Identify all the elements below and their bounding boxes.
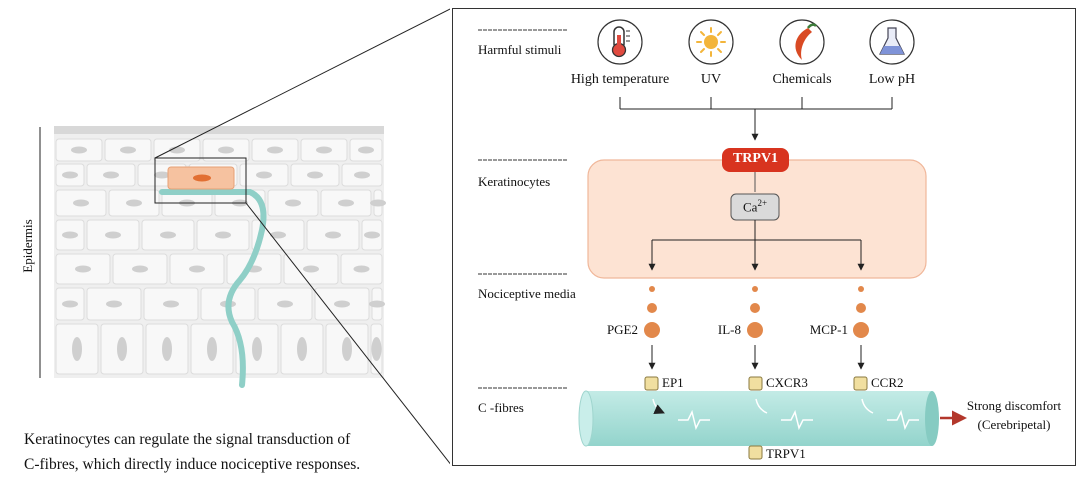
epidermis-label: Epidermis <box>20 219 35 273</box>
skin-cell-nucleus <box>358 146 374 154</box>
skin-cell-nucleus <box>105 231 121 239</box>
skin-cell-nucleus <box>163 300 179 308</box>
skin-cell-nucleus <box>303 265 319 273</box>
skin-cell-nucleus <box>370 199 386 207</box>
trpv1-label: TRPV1 <box>732 151 779 166</box>
row-label-keratinocytes: Keratinocytes <box>478 174 551 189</box>
stimulus-label-low-ph: Low pH <box>868 72 916 87</box>
skin-cell-nucleus <box>62 231 78 239</box>
skin-cell-nucleus <box>73 199 89 207</box>
zoom-line-top <box>154 7 453 159</box>
skin-cell-nucleus <box>369 300 385 308</box>
skin-cell-nucleus <box>162 337 172 361</box>
skin-cell-nucleus <box>285 199 301 207</box>
skin-cell-nucleus <box>169 146 185 154</box>
row-label-c-fibres: C -fibres <box>478 400 524 415</box>
highlighted-nucleus <box>193 174 211 182</box>
skin-cell-nucleus <box>364 231 380 239</box>
skin-cell-nucleus <box>325 231 341 239</box>
skin-cell-nucleus <box>117 337 127 361</box>
mechanism-panel: Harmful stimuli Keratinocytes Nociceptiv… <box>452 8 1076 466</box>
calcium-charge: 2+ <box>757 198 768 208</box>
skin-cell-nucleus <box>120 146 136 154</box>
row-label-nociceptive-media: Nociceptive media <box>478 286 576 301</box>
skin-cell-nucleus <box>277 300 293 308</box>
epidermis-drawing <box>39 7 453 467</box>
zoom-box <box>154 157 247 204</box>
stratum-corneum <box>54 126 384 134</box>
skin-cell-nucleus <box>72 337 82 361</box>
skin-cell-nucleus <box>62 300 78 308</box>
skin-cell-nucleus <box>256 171 272 179</box>
mediator-label-mcp1: MCP-1 <box>809 322 848 337</box>
skin-cell-nucleus <box>267 146 283 154</box>
skin-cell-nucleus <box>132 265 148 273</box>
skin-cell-nucleus <box>71 146 87 154</box>
skin-cell-nucleus <box>354 171 370 179</box>
calcium-label: Ca2+ <box>731 198 779 215</box>
mediator-label-pge2: PGE2 <box>606 322 638 337</box>
skin-cell-nucleus <box>218 146 234 154</box>
chili-pepper-icon <box>779 19 825 65</box>
skin-cell-nucleus <box>106 300 122 308</box>
trpv1-badge <box>722 148 789 172</box>
receptor-label-ep1: EP1 <box>662 375 684 390</box>
output-label-line2: (Cerebripetal) <box>977 417 1051 432</box>
skin-cell-nucleus <box>189 265 205 273</box>
skin-cell-nucleus <box>160 231 176 239</box>
calcium-symbol: Ca <box>742 199 758 215</box>
skin-nerve-fibre <box>159 189 267 388</box>
stimulus-label-chemicals: Chemicals <box>772 72 832 87</box>
skin-cell-nucleus <box>270 231 286 239</box>
mediator-dots <box>644 286 869 338</box>
mechanism-diagram <box>452 8 1076 466</box>
output-label-line1: Strong discomfort <box>966 398 1062 413</box>
skin-cell-nucleus <box>297 337 307 361</box>
skin-cell-nucleus <box>126 199 142 207</box>
fibre-signals <box>652 398 919 431</box>
skin-cell-nucleus <box>252 337 262 361</box>
skin-cell-nucleus <box>207 337 217 361</box>
skin-cell-nucleus <box>316 146 332 154</box>
zoom-line-bottom <box>245 202 453 467</box>
epidermis-illustration: Epidermis Keratinocytes can regulate the… <box>0 0 453 476</box>
thermometer-icon <box>597 19 643 65</box>
caption-line-1: Keratinocytes can regulate the signal tr… <box>24 431 351 448</box>
flask-icon <box>869 19 915 65</box>
skin-cell-nucleus <box>103 171 119 179</box>
caption-line-2: C-fibres, which directly induce nocicept… <box>24 456 361 473</box>
skin-cell-nucleus <box>154 171 170 179</box>
row-label-harmful-stimuli: Harmful stimuli <box>478 42 562 57</box>
receptors <box>644 376 868 460</box>
stimulus-label-high-temperature: High temperature <box>570 72 670 87</box>
skin-cell-nucleus <box>307 171 323 179</box>
stimulus-label-uv: UV <box>700 72 722 87</box>
receptor-label-cxcr3: CXCR3 <box>766 375 808 390</box>
panel-border <box>452 8 1076 466</box>
skin-cell-nucleus <box>215 231 231 239</box>
skin-cell-nucleus <box>75 265 91 273</box>
fibre-receptor-label-trpv1: TRPV1 <box>766 446 806 461</box>
c-fibre-cylinder <box>578 390 939 447</box>
skin-cell-nucleus <box>353 265 370 273</box>
skin-cell-nucleus <box>371 337 382 361</box>
skin-cell-nucleus <box>342 337 352 361</box>
skin-cell-nucleus <box>334 300 350 308</box>
sun-icon <box>688 19 734 65</box>
skin-cell-nucleus <box>338 199 354 207</box>
mediator-label-il8: IL-8 <box>717 322 741 337</box>
skin-cell-nucleus <box>62 171 78 179</box>
receptor-label-ccr2: CCR2 <box>871 375 904 390</box>
